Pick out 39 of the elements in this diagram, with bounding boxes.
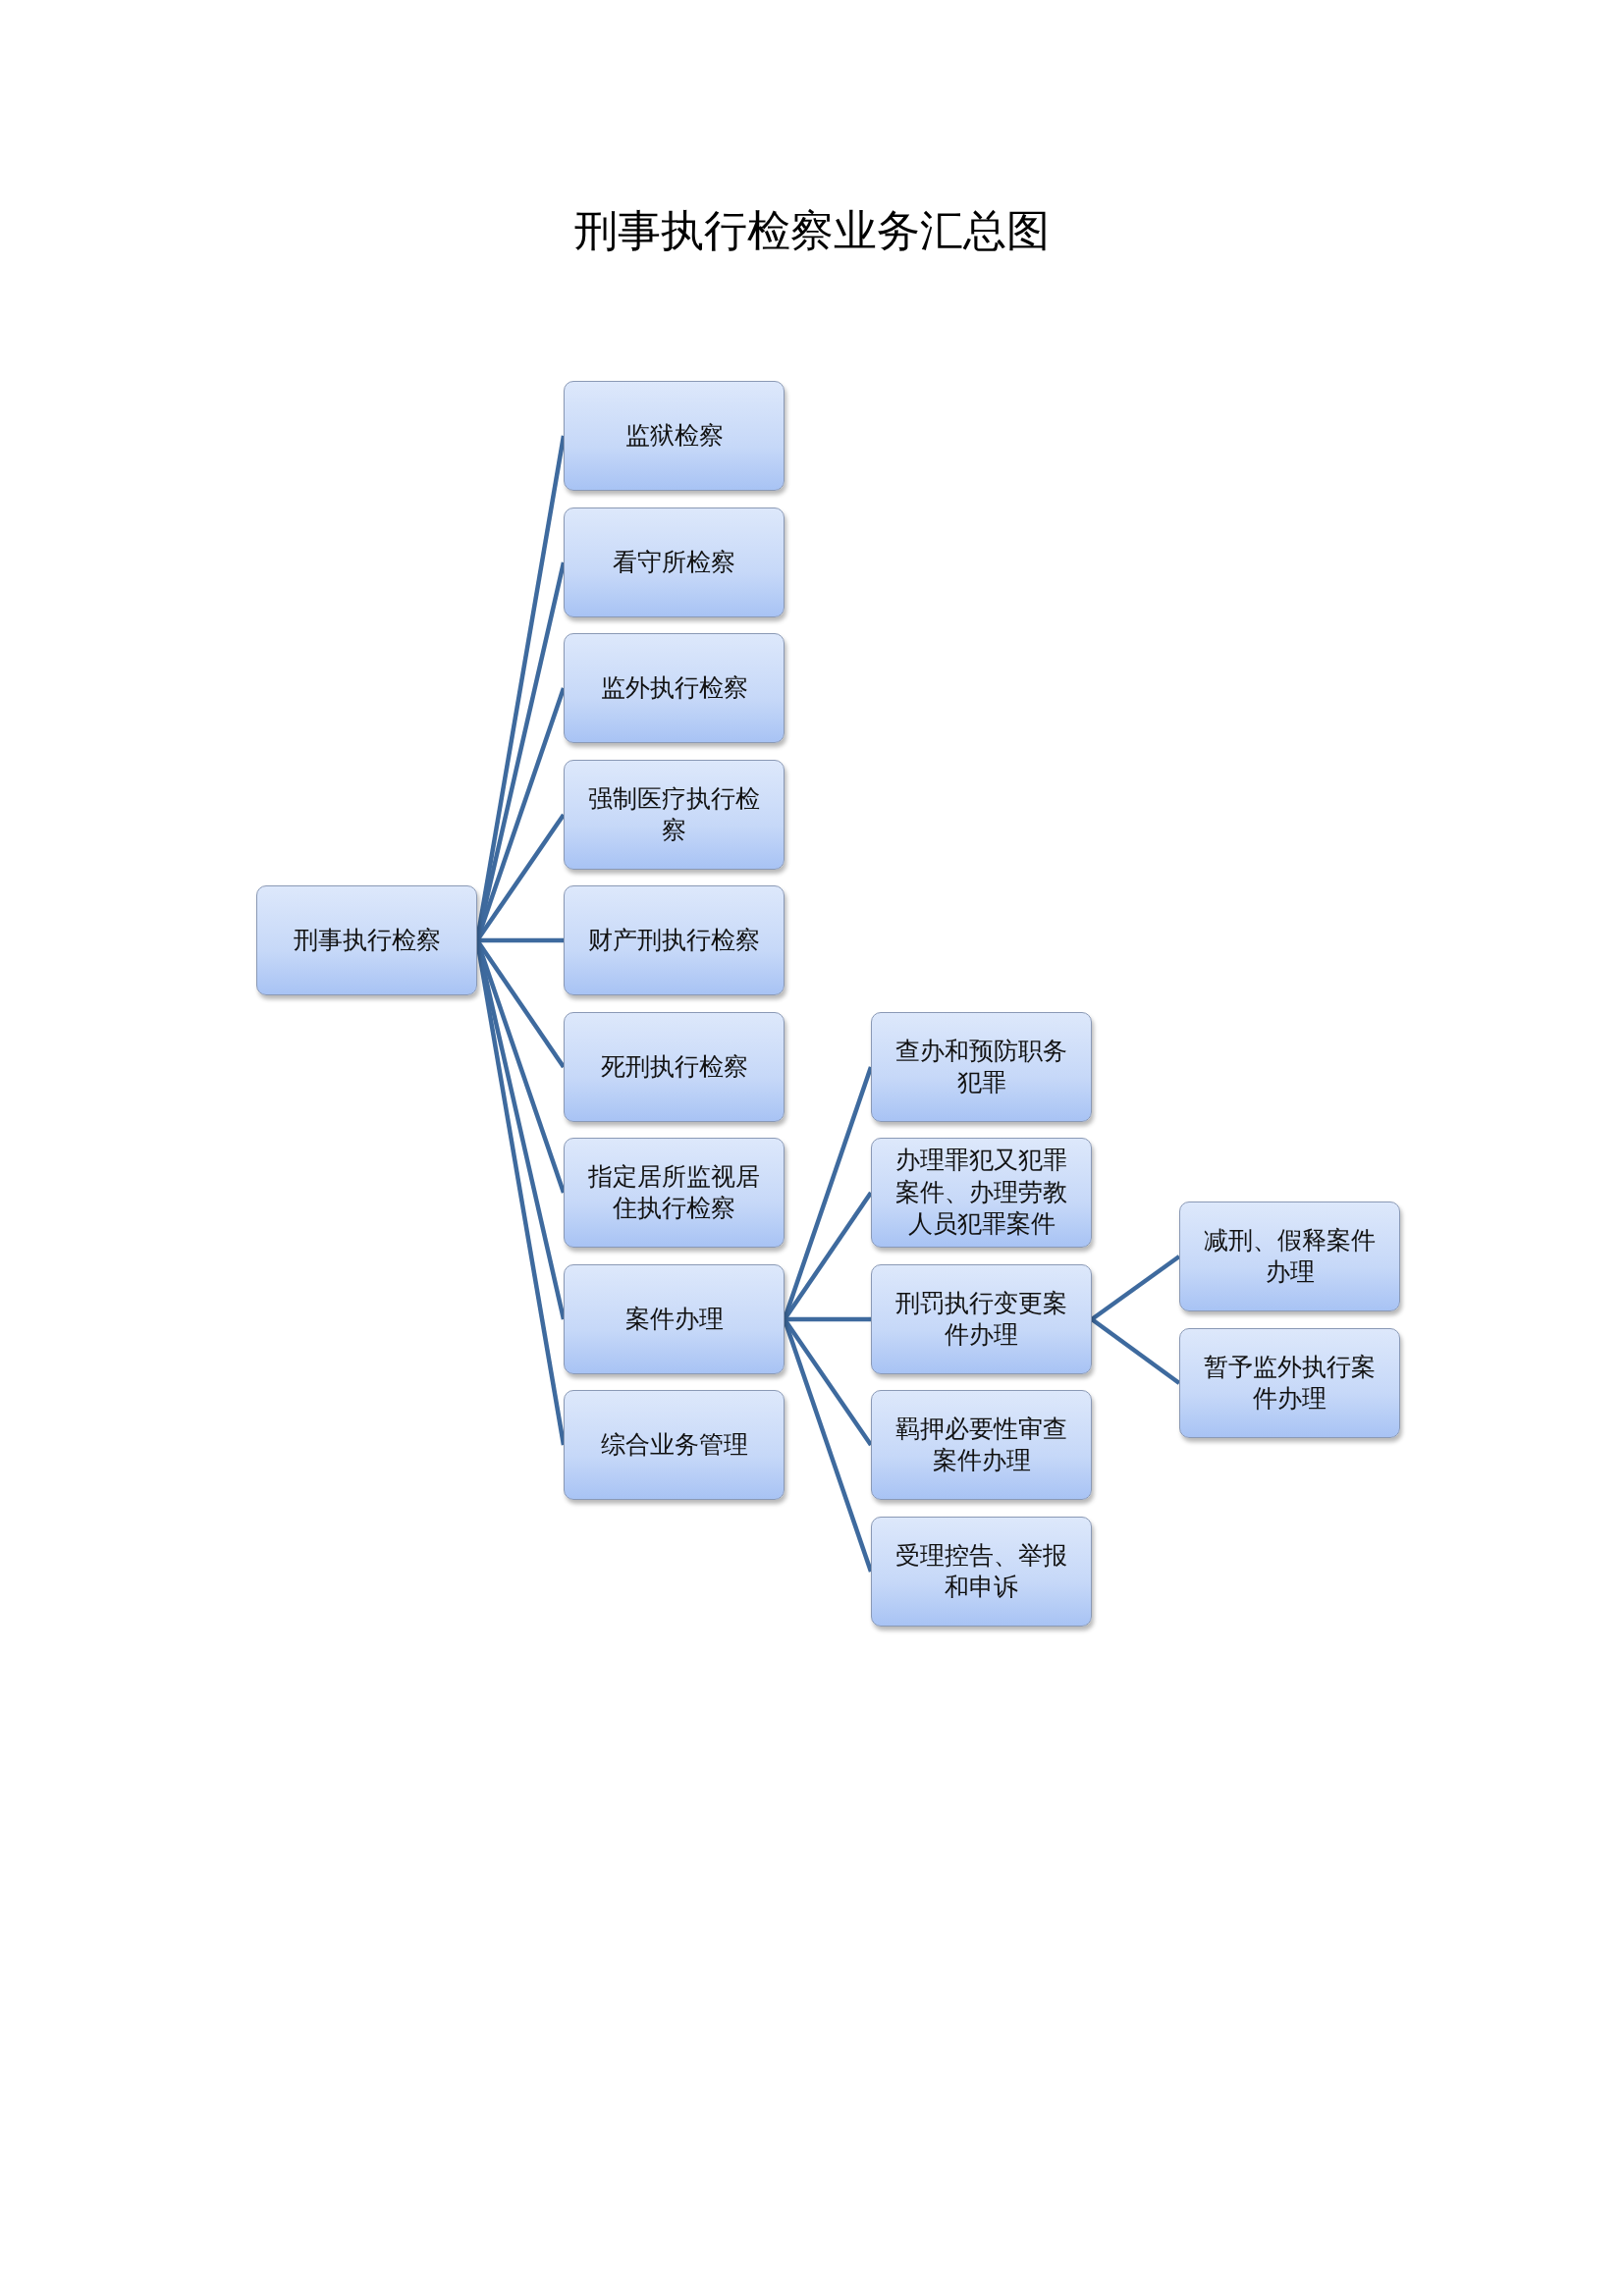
process-box <box>871 1264 1092 1374</box>
box-label: 查办和预防职务犯罪 <box>894 1035 1068 1098</box>
box-label: 办理罪犯又犯罪案件、办理劳教人员犯罪案件 <box>894 1145 1068 1241</box>
diagram-title: 刑事执行检察业务汇总图 <box>574 206 1050 257</box>
box-label: 综合业务管理 <box>600 1428 748 1461</box>
connector-line <box>1090 1317 1181 1385</box>
process-box <box>871 1138 1092 1248</box>
process-box <box>871 1012 1092 1122</box>
process-box <box>871 1517 1092 1627</box>
process-box <box>564 1390 785 1500</box>
box-label: 暂予监外执行案件办理 <box>1203 1351 1377 1415</box>
process-box <box>564 381 785 491</box>
box-label: 案件办理 <box>624 1303 724 1335</box>
process-box <box>564 1138 785 1248</box>
box-label: 看守所检察 <box>613 546 735 578</box>
box-label: 监狱检察 <box>624 419 724 452</box>
process-box <box>564 885 785 995</box>
box-label: 刑罚执行变更案件办理 <box>894 1287 1068 1351</box>
box-label: 财产刑执行检察 <box>588 924 760 956</box>
box-label: 指定居所监视居住执行检察 <box>587 1160 761 1224</box>
box-label: 强制医疗执行检察 <box>587 782 761 846</box>
connector-line <box>1090 1255 1181 1321</box>
process-box <box>564 507 785 617</box>
connector-line <box>477 937 564 943</box>
box-label: 监外执行检察 <box>600 671 748 704</box>
box-label: 减刑、假释案件办理 <box>1203 1224 1377 1288</box>
process-box <box>1179 1201 1400 1311</box>
box-label: 刑事执行检察 <box>293 924 441 956</box>
process-box <box>564 1264 785 1374</box>
process-box <box>1179 1328 1400 1438</box>
process-box <box>564 1012 785 1122</box>
box-label: 受理控告、举报和申诉 <box>894 1539 1068 1603</box>
process-box <box>256 885 477 995</box>
connector-line <box>785 1316 871 1322</box>
box-label: 死刑执行检察 <box>600 1050 748 1083</box>
process-box <box>871 1390 1092 1500</box>
box-label: 羁押必要性审查案件办理 <box>894 1413 1068 1476</box>
process-box <box>564 760 785 870</box>
process-box <box>564 633 785 743</box>
